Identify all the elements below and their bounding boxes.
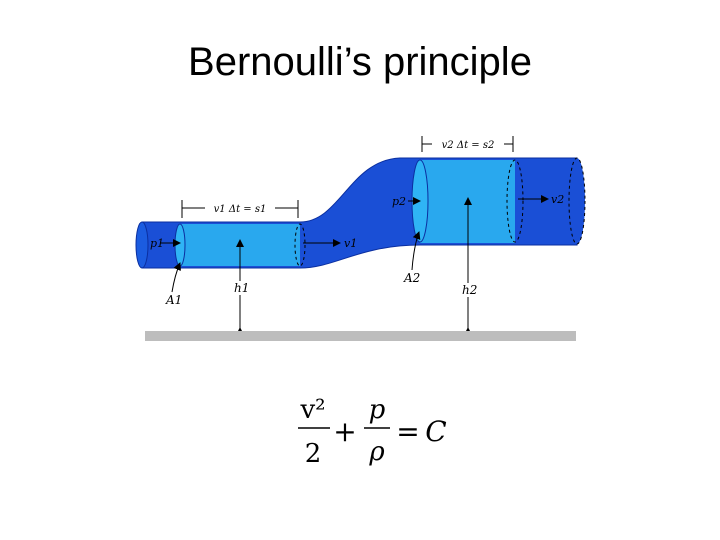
- A2-pointer: [411, 231, 421, 271]
- eq-term1-denominator: 2: [305, 439, 322, 469]
- pipe-left-end: [135, 221, 149, 269]
- segment-1-right-face: [294, 223, 306, 267]
- h1-label: h1: [234, 281, 249, 295]
- h2-label: h2: [462, 283, 477, 297]
- p1-label: p1: [150, 237, 164, 250]
- eq-term2-numerator: p: [369, 395, 386, 425]
- segment-2-right-face: [506, 159, 524, 243]
- A1-label: A1: [165, 293, 182, 307]
- p2-label: p2: [392, 195, 406, 208]
- eq-term1-numerator: v²: [299, 395, 325, 425]
- ground-line: [145, 331, 576, 341]
- bernoulli-equation: v² 2 + p ρ = C: [298, 395, 447, 469]
- A1-pointer: [171, 262, 181, 293]
- A2-label: A2: [403, 271, 420, 285]
- eq-term2-denominator: ρ: [368, 437, 385, 467]
- eq-equals: =: [396, 415, 419, 448]
- pipe-right-end: [568, 157, 586, 245]
- eq-constant: C: [425, 415, 446, 448]
- eq-plus: +: [333, 415, 356, 448]
- v1-label: v1: [344, 237, 357, 250]
- s1-measure-label: v1 Δt = s1: [214, 204, 267, 215]
- s2-measure-label: v2 Δt = s2: [442, 140, 495, 151]
- v2-label: v2: [551, 193, 564, 206]
- slide-title: Bernoulli’s principle: [188, 40, 532, 84]
- segment-1-left-face: [174, 223, 186, 267]
